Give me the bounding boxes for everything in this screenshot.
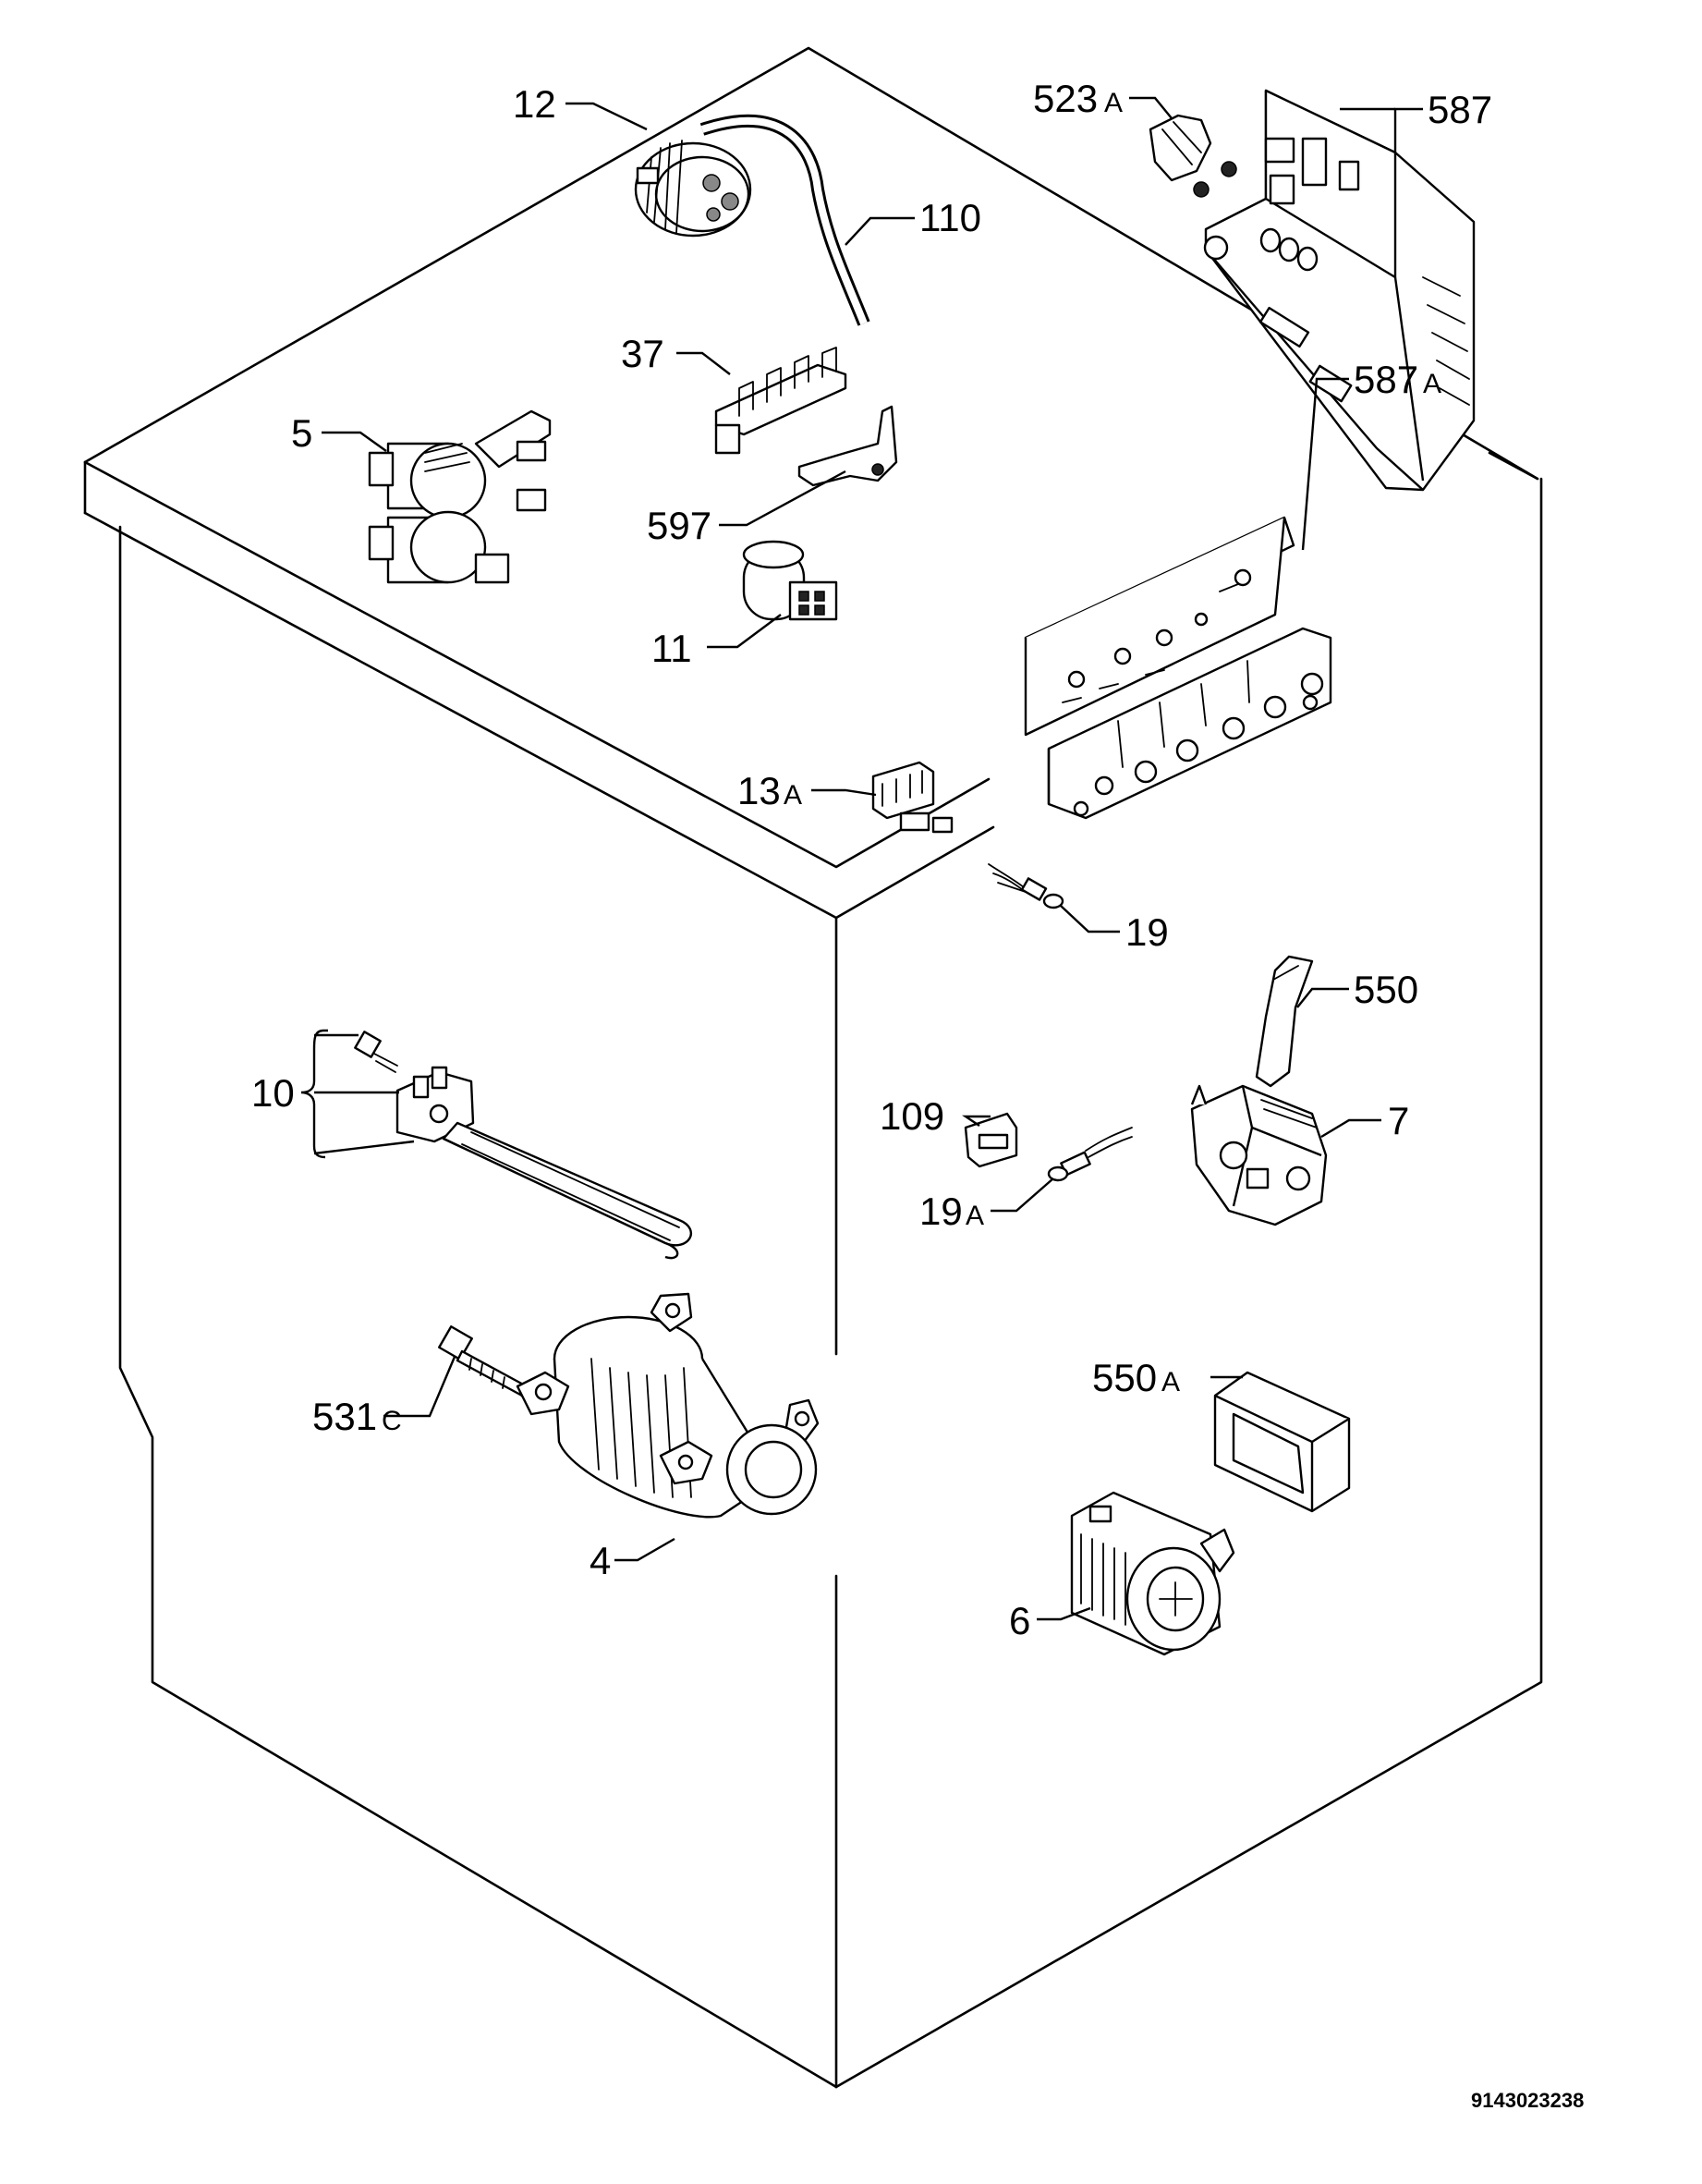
label-550: 550 [1354,968,1418,1011]
label-550a: 550 [1092,1356,1157,1399]
label-7: 7 [1388,1099,1409,1142]
label-13a-suffix: A [784,780,802,811]
label-12: 12 [513,82,556,126]
label-13a: 13 [737,769,781,812]
clip-part-523a [1149,114,1237,198]
label-19: 19 [1125,910,1169,954]
label-587: 587 [1428,88,1492,131]
label-4: 4 [590,1539,611,1582]
label-587a-suffix: A [1423,369,1441,399]
label-597: 597 [647,504,711,547]
bracket-part [797,405,898,487]
label-531c-suffix: C [382,1406,402,1436]
connector-part [871,761,954,834]
diagram-code: 9143023238 [1471,2089,1584,2112]
label-110: 110 [919,196,981,239]
label-19a-suffix: A [966,1201,984,1231]
label-5: 5 [291,411,312,455]
solenoid-valve-part [368,409,552,584]
label-109: 109 [880,1094,944,1138]
door-lock-part [1190,1084,1328,1226]
lever-part [1255,955,1314,1088]
pressure-switch-part [634,140,752,238]
label-19a: 19 [919,1190,963,1233]
bracket-part-109 [964,1112,1018,1168]
label-523a: 523 [1033,77,1098,120]
sensor-part-19 [988,863,1064,909]
label-6: 6 [1009,1599,1030,1642]
label-37: 37 [621,332,664,375]
control-board-part [1024,516,1332,820]
label-523a-suffix: A [1104,88,1123,118]
heating-element-part [354,1031,692,1260]
electronic-module-part [1203,89,1476,492]
hose-part [699,114,870,326]
capacitor-part [742,540,838,621]
callout-labels: 12 110 523 A 587 37 5 597 587 A 11 13 A … [251,77,1584,2112]
label-10: 10 [251,1071,295,1115]
sensor-part-19a [1047,1127,1133,1182]
label-550a-suffix: A [1161,1367,1180,1397]
label-11: 11 [651,627,692,670]
pump-part [1070,1491,1235,1656]
leader-lines [300,96,1423,1621]
drain-pump-part [516,1292,820,1519]
cover-part [1213,1371,1351,1513]
label-587a: 587 [1354,358,1418,401]
terminal-block-part [714,347,847,455]
label-531c: 531 [312,1395,377,1438]
